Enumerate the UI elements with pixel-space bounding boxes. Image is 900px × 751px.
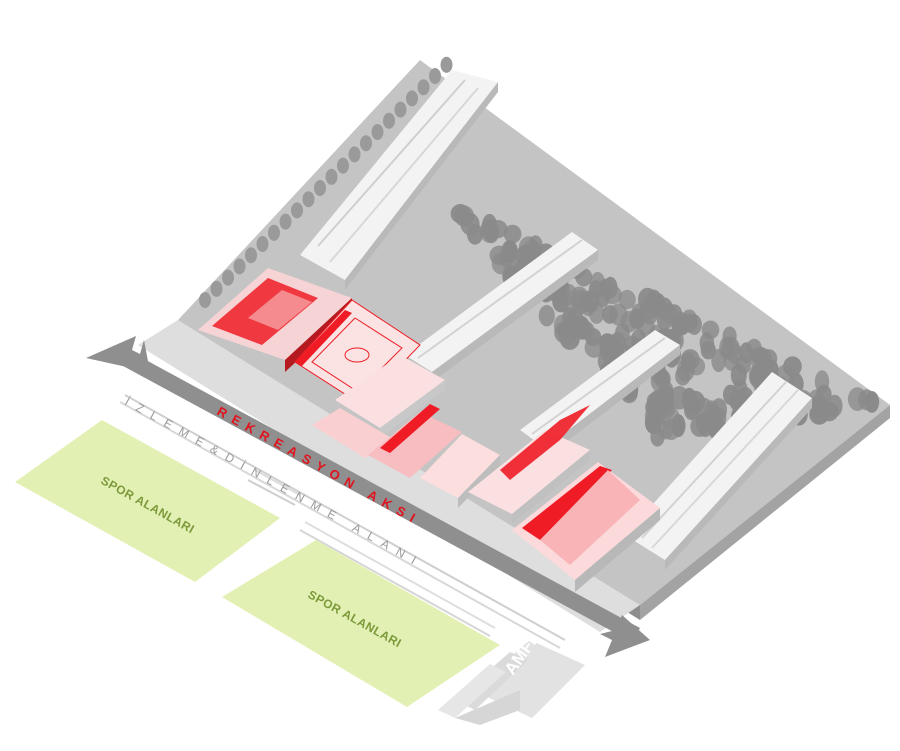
tree-icon [454,205,475,227]
tree-icon [314,180,326,196]
tree-icon [648,295,664,314]
classroom-block-1 [335,355,445,438]
tree-icon [658,385,674,404]
tree-icon [562,307,577,329]
tree-icon [222,269,234,286]
seating-steps [119,394,566,649]
building-wing-north [300,70,498,290]
tree-icon [279,213,292,230]
sports-hall-block [198,268,352,372]
building-wings [300,70,812,570]
basketball-court [294,299,421,406]
tree-icon [707,407,727,430]
tree-icon [858,389,875,411]
tree-icon [371,124,384,140]
tree-icon [559,328,580,350]
tree-icon [522,240,542,260]
tree-icon [750,349,766,370]
building-wing-2 [405,232,598,382]
tree-icon [291,202,303,219]
tree-icon [603,276,618,299]
building-wing-4 [625,372,812,570]
tree-icon [700,341,716,360]
tree-icon [815,384,832,404]
tree-icon [578,292,595,312]
tree-icon [656,309,673,331]
tree-icon [268,224,280,241]
tree-icon [360,135,372,152]
tree-icon [618,289,636,310]
sport-field-1: SPOR ALANLARI [15,420,280,582]
tree-icon [199,292,211,308]
tree-icon [302,191,315,208]
tree-icon [245,247,257,264]
tree-icon [723,351,739,371]
tree-icon [629,308,646,330]
tree-icon [662,418,681,441]
tree-icon [233,258,246,275]
highlighted-spaces [198,268,660,592]
tree-icon [598,333,616,353]
tree-icon [429,68,441,84]
tree-icon [809,403,830,425]
sport-field-2: SPOR ALANLARI [222,540,500,707]
tree-icon [602,305,618,324]
tree-icon [684,395,701,419]
tree-icon [325,168,338,185]
tree-icon [739,342,754,364]
tree-icon [406,90,418,107]
multipurpose-hall [512,462,660,592]
tree-icon [690,415,709,437]
tree-icon [467,223,483,245]
tree-icon [503,224,522,244]
classroom-block-3 [468,405,590,524]
tree-icon [826,394,843,417]
tree-icon [210,280,223,297]
tree-icon [440,56,453,73]
tree-icon [748,364,765,388]
tree-icon [491,252,511,275]
tree-icon [680,313,698,333]
tree-icon [417,79,430,96]
tree-grove [199,56,880,447]
tree-icon [479,219,500,244]
tree-icon [538,305,555,327]
double-headed-arrow-icon [86,336,650,657]
tree-icon [256,236,269,252]
tree-icon [701,320,720,340]
tree-icon [348,146,361,163]
classroom-block-2 [312,404,500,508]
tree-icon [394,101,407,118]
tree-icon [783,356,802,377]
building-wing-3 [520,330,680,458]
tree-icon [680,352,696,373]
tree-icon [644,410,662,435]
tree-icon [383,112,395,129]
tree-icon [337,157,349,174]
